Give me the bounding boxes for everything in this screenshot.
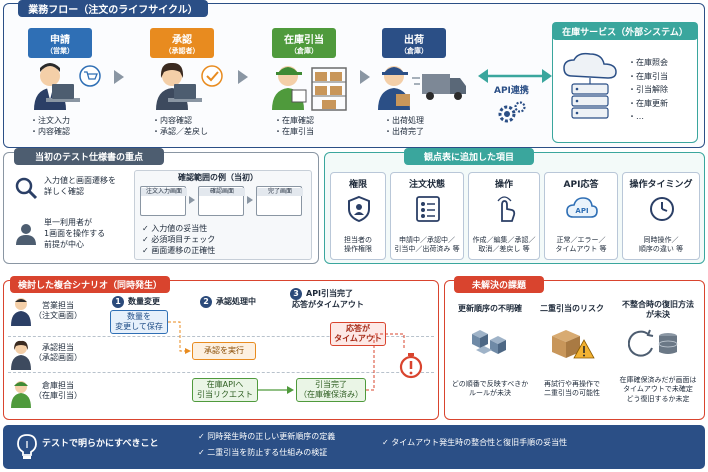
actor-warehouse: 倉庫担当（在庫引当）	[34, 381, 82, 401]
issue-3-title: 不整合時の復旧方法が未決	[622, 300, 694, 320]
actor-approver: 承認担当（承認画面）	[34, 343, 82, 363]
scope-checks: ✓ 入力値の妥当性 ✓ 必須項目チェック ✓ 画面遷移の正確性	[142, 224, 216, 255]
step-1-label: 数量変更	[128, 297, 160, 306]
stage-ship-items: 出荷処理出荷完了	[384, 116, 424, 138]
issues-title: 未解決の課題	[454, 276, 544, 293]
step-1-badge: 1	[112, 296, 124, 308]
scope-arrow	[247, 196, 253, 204]
truck-shipping-icon	[378, 66, 466, 110]
gear-icon	[498, 101, 526, 123]
cloud-server-icon	[563, 52, 617, 119]
view-card-operation: 操作 作成／編集／承認／取消／差戻し 等	[468, 172, 540, 260]
issue-1-desc: どの順番で反映すべきかルールが未決	[451, 380, 529, 398]
view-title: 観点表に追加した項目	[404, 148, 534, 165]
flow-arrow	[360, 70, 370, 84]
issue-2-title: 二重引当のリスク	[540, 304, 604, 313]
flow-title: 業務フロー（注文のライフサイクル）	[18, 0, 208, 17]
stage-allocate: 在庫引当（倉庫）	[272, 28, 336, 58]
step-2-badge: 2	[200, 296, 212, 308]
issue-1-title: 更新順序の不明確	[458, 304, 522, 313]
sales-actor-icon	[11, 298, 31, 326]
stage-allocate-items: 在庫確認在庫引当	[274, 116, 314, 138]
api-link-arrow	[478, 69, 552, 83]
issue-3-desc: 在庫確保済みだが画面はタイムアウトで未確定どう復旧するか未定	[619, 376, 697, 403]
step-3-badge: 3	[290, 288, 302, 300]
approver-actor-icon	[11, 340, 31, 370]
magnifier-icon	[15, 177, 38, 200]
box-approve: 承認を実行	[192, 342, 256, 360]
api-link-label: API連携	[494, 86, 529, 96]
screen-complete: 完了画面	[256, 186, 303, 216]
actor-sales: 営業担当（注文画面）	[34, 301, 82, 321]
pointer-hand-icon	[497, 196, 516, 222]
step-2-label: 承認処理中	[216, 297, 256, 306]
stage-apply-items: 注文入力内容確認	[30, 116, 70, 138]
flow-arrow	[114, 70, 124, 84]
step-3-label: API引当完了	[306, 289, 354, 298]
footer-item: ✓ 二重引当を防止する仕組みの検証	[198, 448, 328, 457]
scenario-title: 検討した複合シナリオ（同時発生）	[10, 276, 170, 293]
status-list-icon	[416, 196, 440, 222]
box-warning-icon	[552, 330, 595, 359]
flow-arrow	[238, 70, 248, 84]
cubes-icon	[472, 330, 506, 354]
view-card-api: API応答 API 正常／エラー／タイムアウト 等	[544, 172, 618, 260]
screen-input: 注文入力画面	[140, 186, 187, 216]
approver-icon	[156, 62, 223, 110]
box-allocated: 引当完了（在庫確保済み）	[296, 378, 366, 402]
spec-point1: 入力値と画面遷移を詳しく確認	[44, 176, 116, 196]
scenario-connectors	[168, 321, 405, 394]
view-card-status: 注文状態 申請中／承認中／引当中／出荷済み 等	[390, 172, 464, 260]
footer-item: ✓ タイムアウト発生時の整合性と復旧手順の妥当性	[382, 438, 568, 447]
spec-title: 当初のテスト仕様書の重点	[14, 148, 164, 165]
view-card-permission: 権限 担当者の操作権限	[330, 172, 386, 260]
shield-icon	[348, 195, 370, 223]
external-system-items: 在庫照会在庫引当 引当解除在庫更新 …	[628, 56, 668, 124]
footer-item: ✓ 同時発生時の正しい更新順序の定義	[198, 432, 336, 441]
lane-divider	[8, 336, 434, 337]
warehouse-actor-icon	[11, 381, 31, 408]
box-qty-change: 数量を変更して保存	[110, 310, 168, 334]
clock-icon	[650, 197, 674, 221]
recovery-database-icon	[628, 329, 678, 357]
single-user-icon	[16, 224, 36, 245]
warehouse-worker-icon	[272, 66, 347, 111]
stage-approve: 承認（承認者）	[150, 28, 214, 58]
external-system-title: 在庫サービス（外部システム）	[552, 22, 698, 40]
box-api-request: 在庫APIへ引当リクエスト	[192, 378, 258, 402]
lightbulb-icon	[17, 434, 37, 459]
box-timeout: 応答がタイムアウト	[330, 322, 386, 346]
stage-ship: 出荷（倉庫）	[382, 28, 446, 58]
stage-apply: 申請（営業）	[28, 28, 92, 58]
scope-title: 確認範囲の例（当初）	[178, 173, 258, 182]
view-card-timing: 操作タイミング 同時操作／順序の違い 等	[622, 172, 700, 260]
screen-confirm: 確認画面	[198, 186, 245, 216]
scope-arrow	[189, 196, 195, 204]
step-3-sub: 応答がタイムアウト	[292, 300, 364, 309]
lane-divider	[8, 372, 434, 373]
sales-person-icon	[34, 63, 101, 110]
issue-2-desc: 再試行や再操作で二重引当の可能性	[544, 380, 600, 398]
external-system-panel	[552, 22, 698, 143]
footer-lead: テストで明らかにすべきこと	[42, 439, 159, 449]
footer-panel	[3, 425, 705, 469]
api-cloud-icon: API	[566, 197, 598, 218]
timeout-alert-icon	[399, 353, 423, 379]
svg-text:API: API	[575, 207, 588, 215]
